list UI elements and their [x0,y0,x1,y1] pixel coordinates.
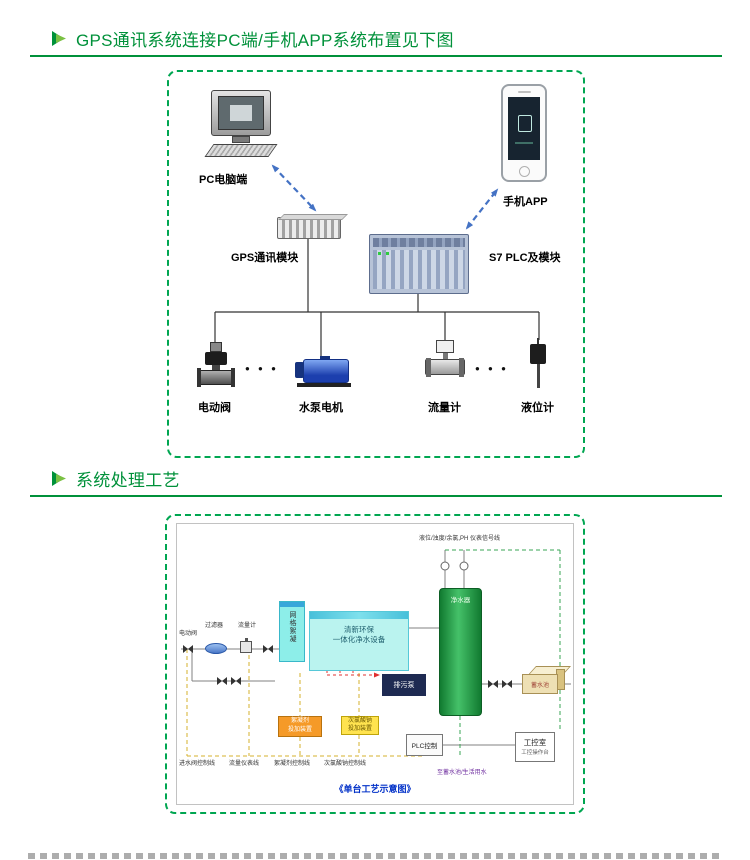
dosing-unit-chlorine: 次氯酸钠 投加装置 [341,716,379,735]
green-signal-lines [445,549,561,756]
diagram-caption: 《单台工艺示意图》 [334,784,416,794]
dosing2-line1: 次氯酸钠 [347,718,372,724]
electric-valve-icon [197,342,235,392]
grid-flocculation-block: 网格絮凝 [279,601,305,662]
water-purifier-tank: 净水器 [439,588,482,716]
device-label-pump: 水泵电机 [299,402,343,414]
section-title-process: 系统处理工艺 [76,471,180,490]
control-room-label: 工控室 [523,738,547,747]
process-diagram-canvas: 液位/浊度/余氯,PH 仪表信号线 电动阀 过滤器 流量计 网格絮凝 清新环保 … [176,523,574,805]
gps-diagram-panel: PC电脑端 手机APP GPS通讯模块 S7 PLC及模块 ● ● ● [167,70,585,458]
flow-meter-icon [425,340,465,378]
device-label-level: 液位计 [521,402,554,414]
signal-line-label: 液位/浊度/余氯,PH 仪表信号线 [419,536,501,542]
valve-symbol [488,680,498,688]
pc-keyboard [204,144,278,157]
plc-led [378,252,381,255]
plc-label: S7 PLC及模块 [489,252,561,264]
dosing1-line1: 絮凝剂 [290,718,309,724]
valve-symbol [231,677,241,685]
water-surface [310,612,408,619]
section-divider [30,495,722,497]
section-header-process: 系统处理工艺 [52,466,180,491]
pc-monitor [211,90,271,136]
phone-label: 手机APP [503,196,548,208]
section-header-gps: GPS通讯系统连接PC端/手机APP系统布置见下图 [52,26,454,51]
red-drain-lines [326,652,380,678]
inlet-valve-label: 电动阀 [179,631,198,637]
dosing2-line2: 投加装置 [347,726,372,733]
ellipsis-dots: ● ● ● [245,364,279,373]
gps-connector-lines [214,164,540,360]
plc-module-slats [373,250,465,289]
storage-tank-label: 蓄水池 [522,674,558,694]
plc-rack-icon [369,234,469,294]
valve-symbol [217,677,227,685]
dosing1-line2: 投加装置 [287,727,312,734]
water-pump-icon [294,356,352,390]
filter-label: 过滤器 [205,623,224,629]
plc-led [386,252,389,255]
phone-screen-line [515,142,533,144]
device-label-valve: 电动阀 [198,402,231,414]
dosing-unit-flocculant: 絮凝剂 投加装置 [278,716,322,737]
yellow-control-lines [186,649,424,757]
equipment-label-line1: 清新环保 [344,625,374,634]
section-title-gps: GPS通讯系统连接PC端/手机APP系统布置见下图 [76,31,454,50]
control-room-box: 工控室 工控操作台 [515,732,555,762]
gps-module-icon [277,217,341,239]
valve-symbol [183,645,193,653]
control-room-sub-label: 工控操作台 [521,750,549,756]
phone-home-button [519,166,530,177]
pc-stand [232,136,250,143]
valve-symbol [502,680,512,688]
equipment-label-line2: 一体化净水设备 [332,634,386,644]
phone-speaker [518,91,531,93]
control-line-label: 进水阀控制线 [179,761,216,767]
ellipsis-dots: ● ● ● [475,364,509,373]
device-label-flow: 流量计 [428,402,461,414]
level-meter-icon [529,338,547,392]
instrument-circles [440,561,469,571]
pc-label: PC电脑端 [199,174,248,186]
storage-tank-icon: 蓄水池 [522,666,572,694]
process-connector-lines [181,549,571,757]
plc-control-box: PLC控制 [406,734,443,756]
grid-flocculation-label: 网格絮凝 [289,611,296,643]
phone-icon [501,84,547,182]
blue-dashed-arrows [271,164,499,230]
arrow-bullet-icon [52,471,66,486]
cropped-bottom-text [28,853,722,859]
filter-symbol [205,643,227,654]
signal-bus-lines [214,238,540,360]
pc-computer-icon [203,90,287,172]
phone-screen [508,97,540,160]
process-diagram-panel: 液位/浊度/余氯,PH 仪表信号线 电动阀 过滤器 流量计 网格絮凝 清新环保 … [165,514,585,814]
flowmeter-label: 流量计 [238,623,257,629]
arrow-bullet-icon [52,31,66,46]
section-divider [30,55,722,57]
valve-symbol [263,645,273,653]
phone-app-glyph [518,115,532,132]
control-line-label: 流量仪表线 [229,761,260,767]
purifier-label: 净水器 [450,597,471,604]
drain-pump-block: 排污泵 [382,674,426,696]
flowmeter-symbol [240,638,252,653]
control-line-label: 絮凝剂控制线 [274,761,311,767]
control-line-label: 次氯酸钠控制线 [324,761,367,767]
outlet-label: 至蓄水池/生活用水 [437,770,487,776]
purification-equipment-block: 清新环保 一体化净水设备 [309,611,409,671]
plc-top-strip [373,238,465,247]
gps-module-label: GPS通讯模块 [231,252,299,264]
